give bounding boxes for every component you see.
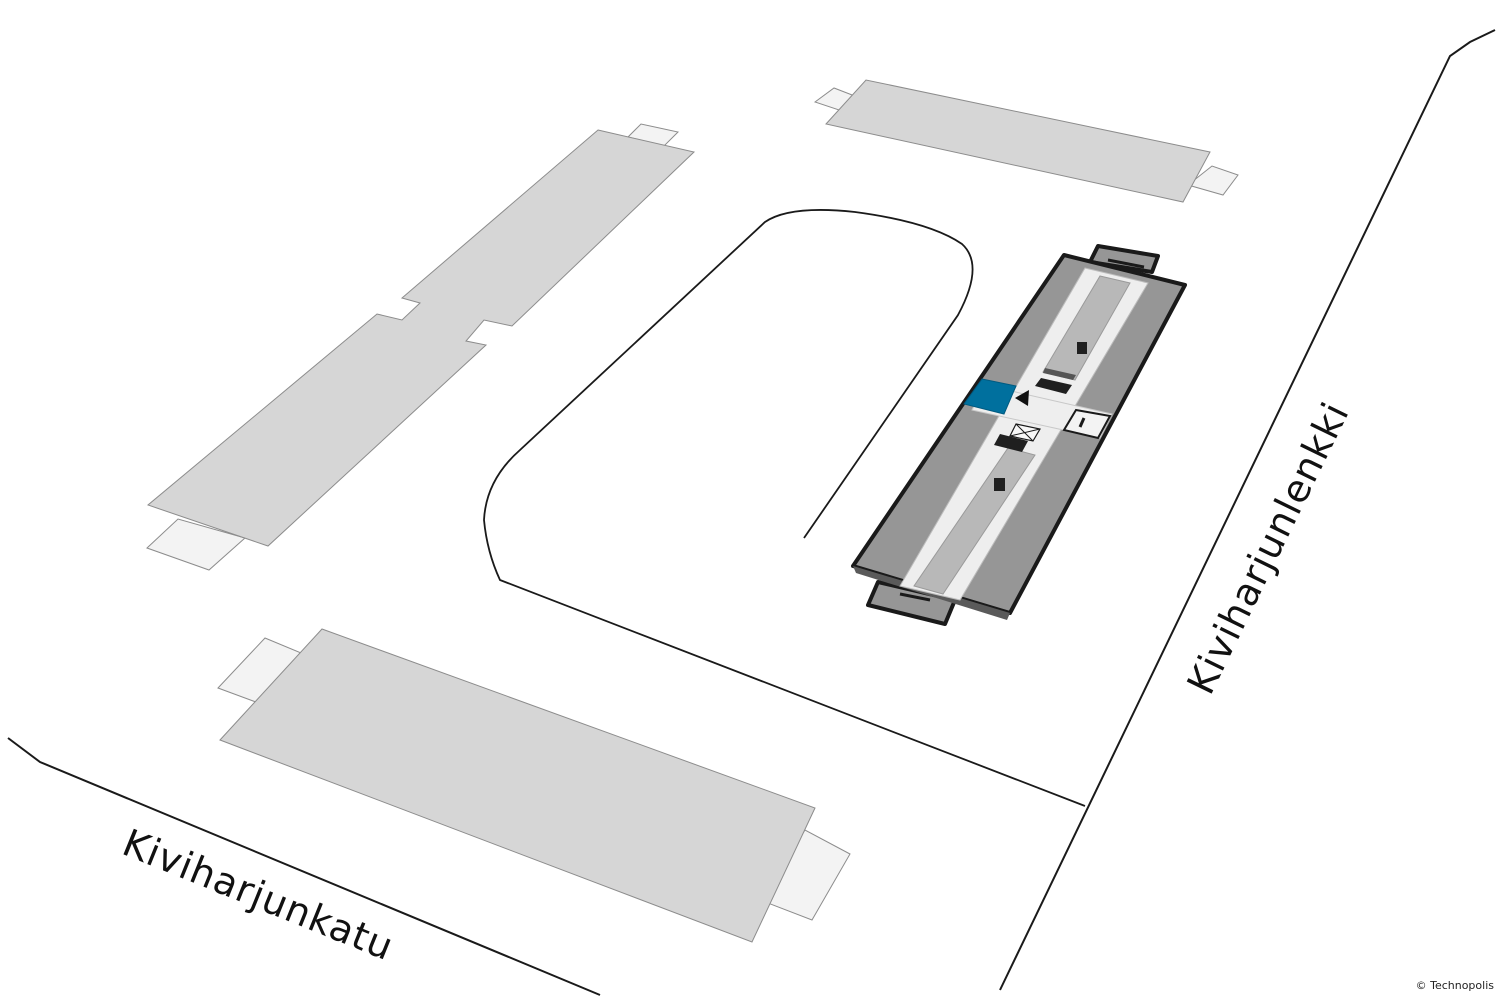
stair-block-1 [1077,342,1087,354]
entrance-north-east [1186,165,1239,196]
cap-south-door [899,592,931,602]
roads [7,29,1496,996]
stair-block-5 [994,478,1005,491]
building-highlighted [851,244,1187,626]
annex-door-line [1078,417,1086,428]
building-west [146,123,696,571]
building-north-body [825,79,1211,203]
highlight-annex-east [1062,408,1112,440]
selected-room[interactable] [963,378,1017,415]
building-north [813,79,1239,203]
inner-driveway [483,209,1086,807]
copyright-notice: © Technopolis [1415,979,1494,992]
stair-block-4 [994,434,1028,452]
stair-block-3 [1043,368,1076,380]
stair-block-2 [1035,378,1072,394]
elevator-icon [1009,423,1041,442]
highlight-core-north [1042,275,1131,381]
road-kiviharjunlenkki [999,29,1496,991]
road-kiviharjunkatu [7,737,601,996]
building-south-body [219,628,816,943]
cap-north-door [1107,258,1145,269]
building-west-body [146,129,696,547]
building-south [217,628,851,943]
triangle-marker-icon [1015,390,1029,406]
